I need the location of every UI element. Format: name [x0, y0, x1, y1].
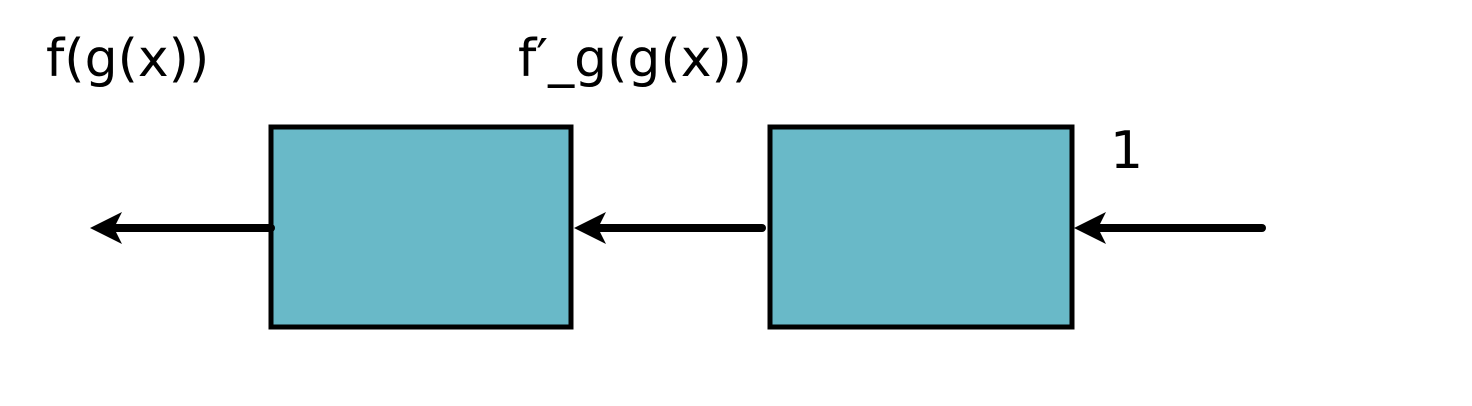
- left-block: [268, 124, 574, 330]
- input-arrow: [1074, 212, 1266, 244]
- right-block: [767, 124, 1075, 330]
- input-label: 1: [1110, 121, 1143, 181]
- middle-label: f′_g(g(x)): [518, 29, 752, 89]
- output-arrow: [90, 212, 275, 244]
- middle-arrow: [574, 212, 766, 244]
- output-label: f(g(x)): [46, 29, 209, 89]
